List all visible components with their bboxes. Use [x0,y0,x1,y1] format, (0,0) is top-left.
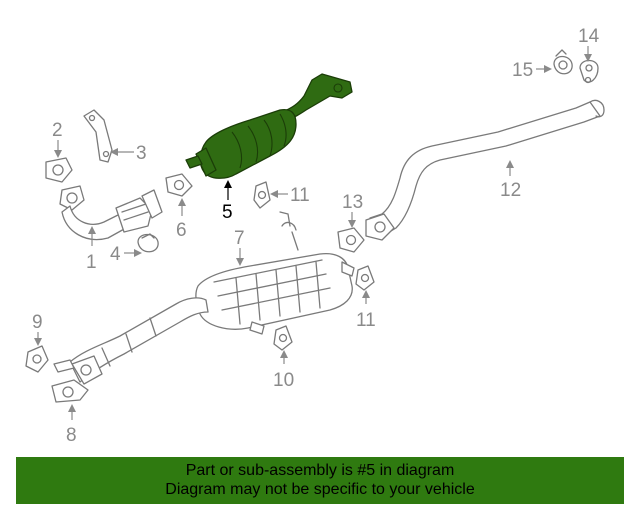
callout-8: 8 [66,404,77,446]
callout-6: 6 [176,198,187,241]
part-12-tail-pipe[interactable] [365,99,605,241]
callout-10: 10 [273,350,294,391]
part-1-front-pipe[interactable] [59,185,163,241]
callout-2: 2 [52,120,63,158]
svg-text:7: 7 [234,228,245,249]
svg-text:1: 1 [86,252,97,273]
callout-5: 5 [222,180,233,223]
part-2-gasket[interactable] [45,157,73,183]
part-7-muffler[interactable] [195,211,355,335]
callout-9: 9 [32,312,43,346]
callout-1: 1 [86,226,97,273]
svg-text:2: 2 [52,120,63,141]
part-5-catalytic-converter[interactable] [185,73,353,179]
part-11-gasket-upper[interactable] [253,181,271,209]
callout-13: 13 [342,192,363,228]
callout-7: 7 [234,228,245,266]
callout-3: 3 [110,143,147,164]
svg-text:10: 10 [273,370,294,391]
part-15-hanger[interactable] [553,49,573,75]
callout-11-lower: 11 [356,290,376,331]
svg-text:5: 5 [222,202,233,223]
exhaust-system-diagram: 1 2 3 4 5 6 7 8 9 10 [25,26,605,446]
svg-text:6: 6 [176,220,187,241]
svg-text:13: 13 [342,192,363,213]
svg-text:8: 8 [66,425,77,446]
callout-4: 4 [110,244,142,265]
svg-text:4: 4 [110,244,121,265]
svg-text:11: 11 [356,310,376,331]
info-banner: Part or sub-assembly is #5 in diagram Di… [16,457,624,504]
banner-line-1: Part or sub-assembly is #5 in diagram [185,462,455,479]
part-9-gasket[interactable] [25,345,49,373]
banner-line-2: Diagram may not be specific to your vehi… [165,481,475,498]
part-13-gasket[interactable] [337,227,365,253]
svg-text:3: 3 [136,143,147,164]
part-11-gasket-lower[interactable] [355,265,375,291]
part-14-hanger[interactable] [579,59,599,84]
svg-text:11: 11 [290,185,310,206]
part-3-bracket[interactable] [83,109,113,163]
svg-text:14: 14 [578,26,600,47]
part-4-clamp[interactable] [137,233,159,253]
svg-text:15: 15 [512,60,533,81]
callout-14: 14 [578,26,600,62]
callout-11-upper: 11 [270,185,310,206]
part-intermediate-pipe[interactable] [53,297,209,385]
callout-15: 15 [512,60,552,81]
part-8-gasket[interactable] [51,379,89,403]
svg-text:12: 12 [500,180,521,201]
part-10-gasket[interactable] [273,325,293,351]
callout-12: 12 [500,160,521,201]
part-6-gasket[interactable] [165,173,193,197]
svg-text:9: 9 [32,312,43,333]
